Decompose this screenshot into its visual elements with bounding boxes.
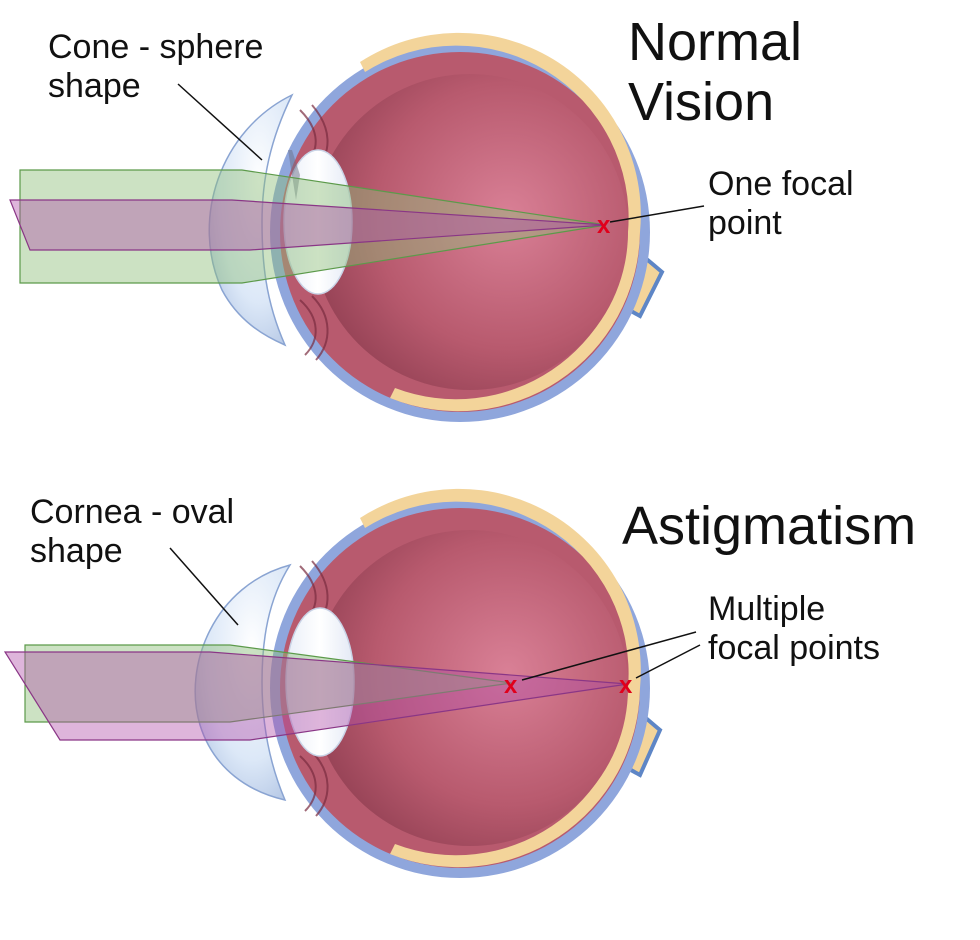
cone-sphere-line2: shape <box>48 66 141 105</box>
normal-title-line1: Normal <box>628 12 803 72</box>
purple-beam <box>3 651 629 741</box>
focal-leader-line-2 <box>635 644 701 679</box>
lens <box>283 149 353 295</box>
one-focal-point-label: One focal point <box>708 165 854 243</box>
cornea-oval-label: Cornea - oval shape <box>30 493 234 571</box>
green-beam <box>24 644 513 723</box>
focal-point-marker-1: x <box>504 672 518 699</box>
one-focal-line1: One focal <box>708 165 854 203</box>
one-focal-line2: point <box>708 203 782 242</box>
green-beam <box>19 169 607 284</box>
astigmatism-title: Astigmatism <box>622 496 916 556</box>
cornea-leader-line <box>169 547 239 626</box>
normal-vision-title: Normal Vision <box>628 12 802 133</box>
cone-sphere-line1: Cone - sphere <box>48 28 264 66</box>
cone-sphere-label: Cone - sphere shape <box>48 28 263 106</box>
vitreous-body <box>312 530 628 846</box>
cornea-oval-line1: Cornea - oval <box>30 493 235 531</box>
cornea-oval-line2: shape <box>30 531 123 570</box>
iris <box>288 150 300 200</box>
lens <box>285 607 355 757</box>
focal-point-marker-2: x <box>619 672 633 699</box>
multiple-focal-line2: focal points <box>708 628 880 667</box>
multiple-focal-line1: Multiple <box>708 590 826 628</box>
cornea <box>194 563 292 802</box>
normal-title-line2: Vision <box>628 72 775 133</box>
vitreous-body <box>312 74 628 390</box>
purple-beam <box>9 199 607 251</box>
cornea-leader-line <box>177 83 263 161</box>
eye-astigmatism: x x <box>3 488 701 878</box>
eye-normal: x <box>9 32 705 422</box>
focal-point-marker: x <box>597 212 611 239</box>
astigmatism-title-text: Astigmatism <box>622 496 917 556</box>
focal-leader-line-1 <box>521 631 697 681</box>
focal-leader-line <box>609 205 705 223</box>
multiple-focal-points-label: Multiple focal points <box>708 590 880 668</box>
